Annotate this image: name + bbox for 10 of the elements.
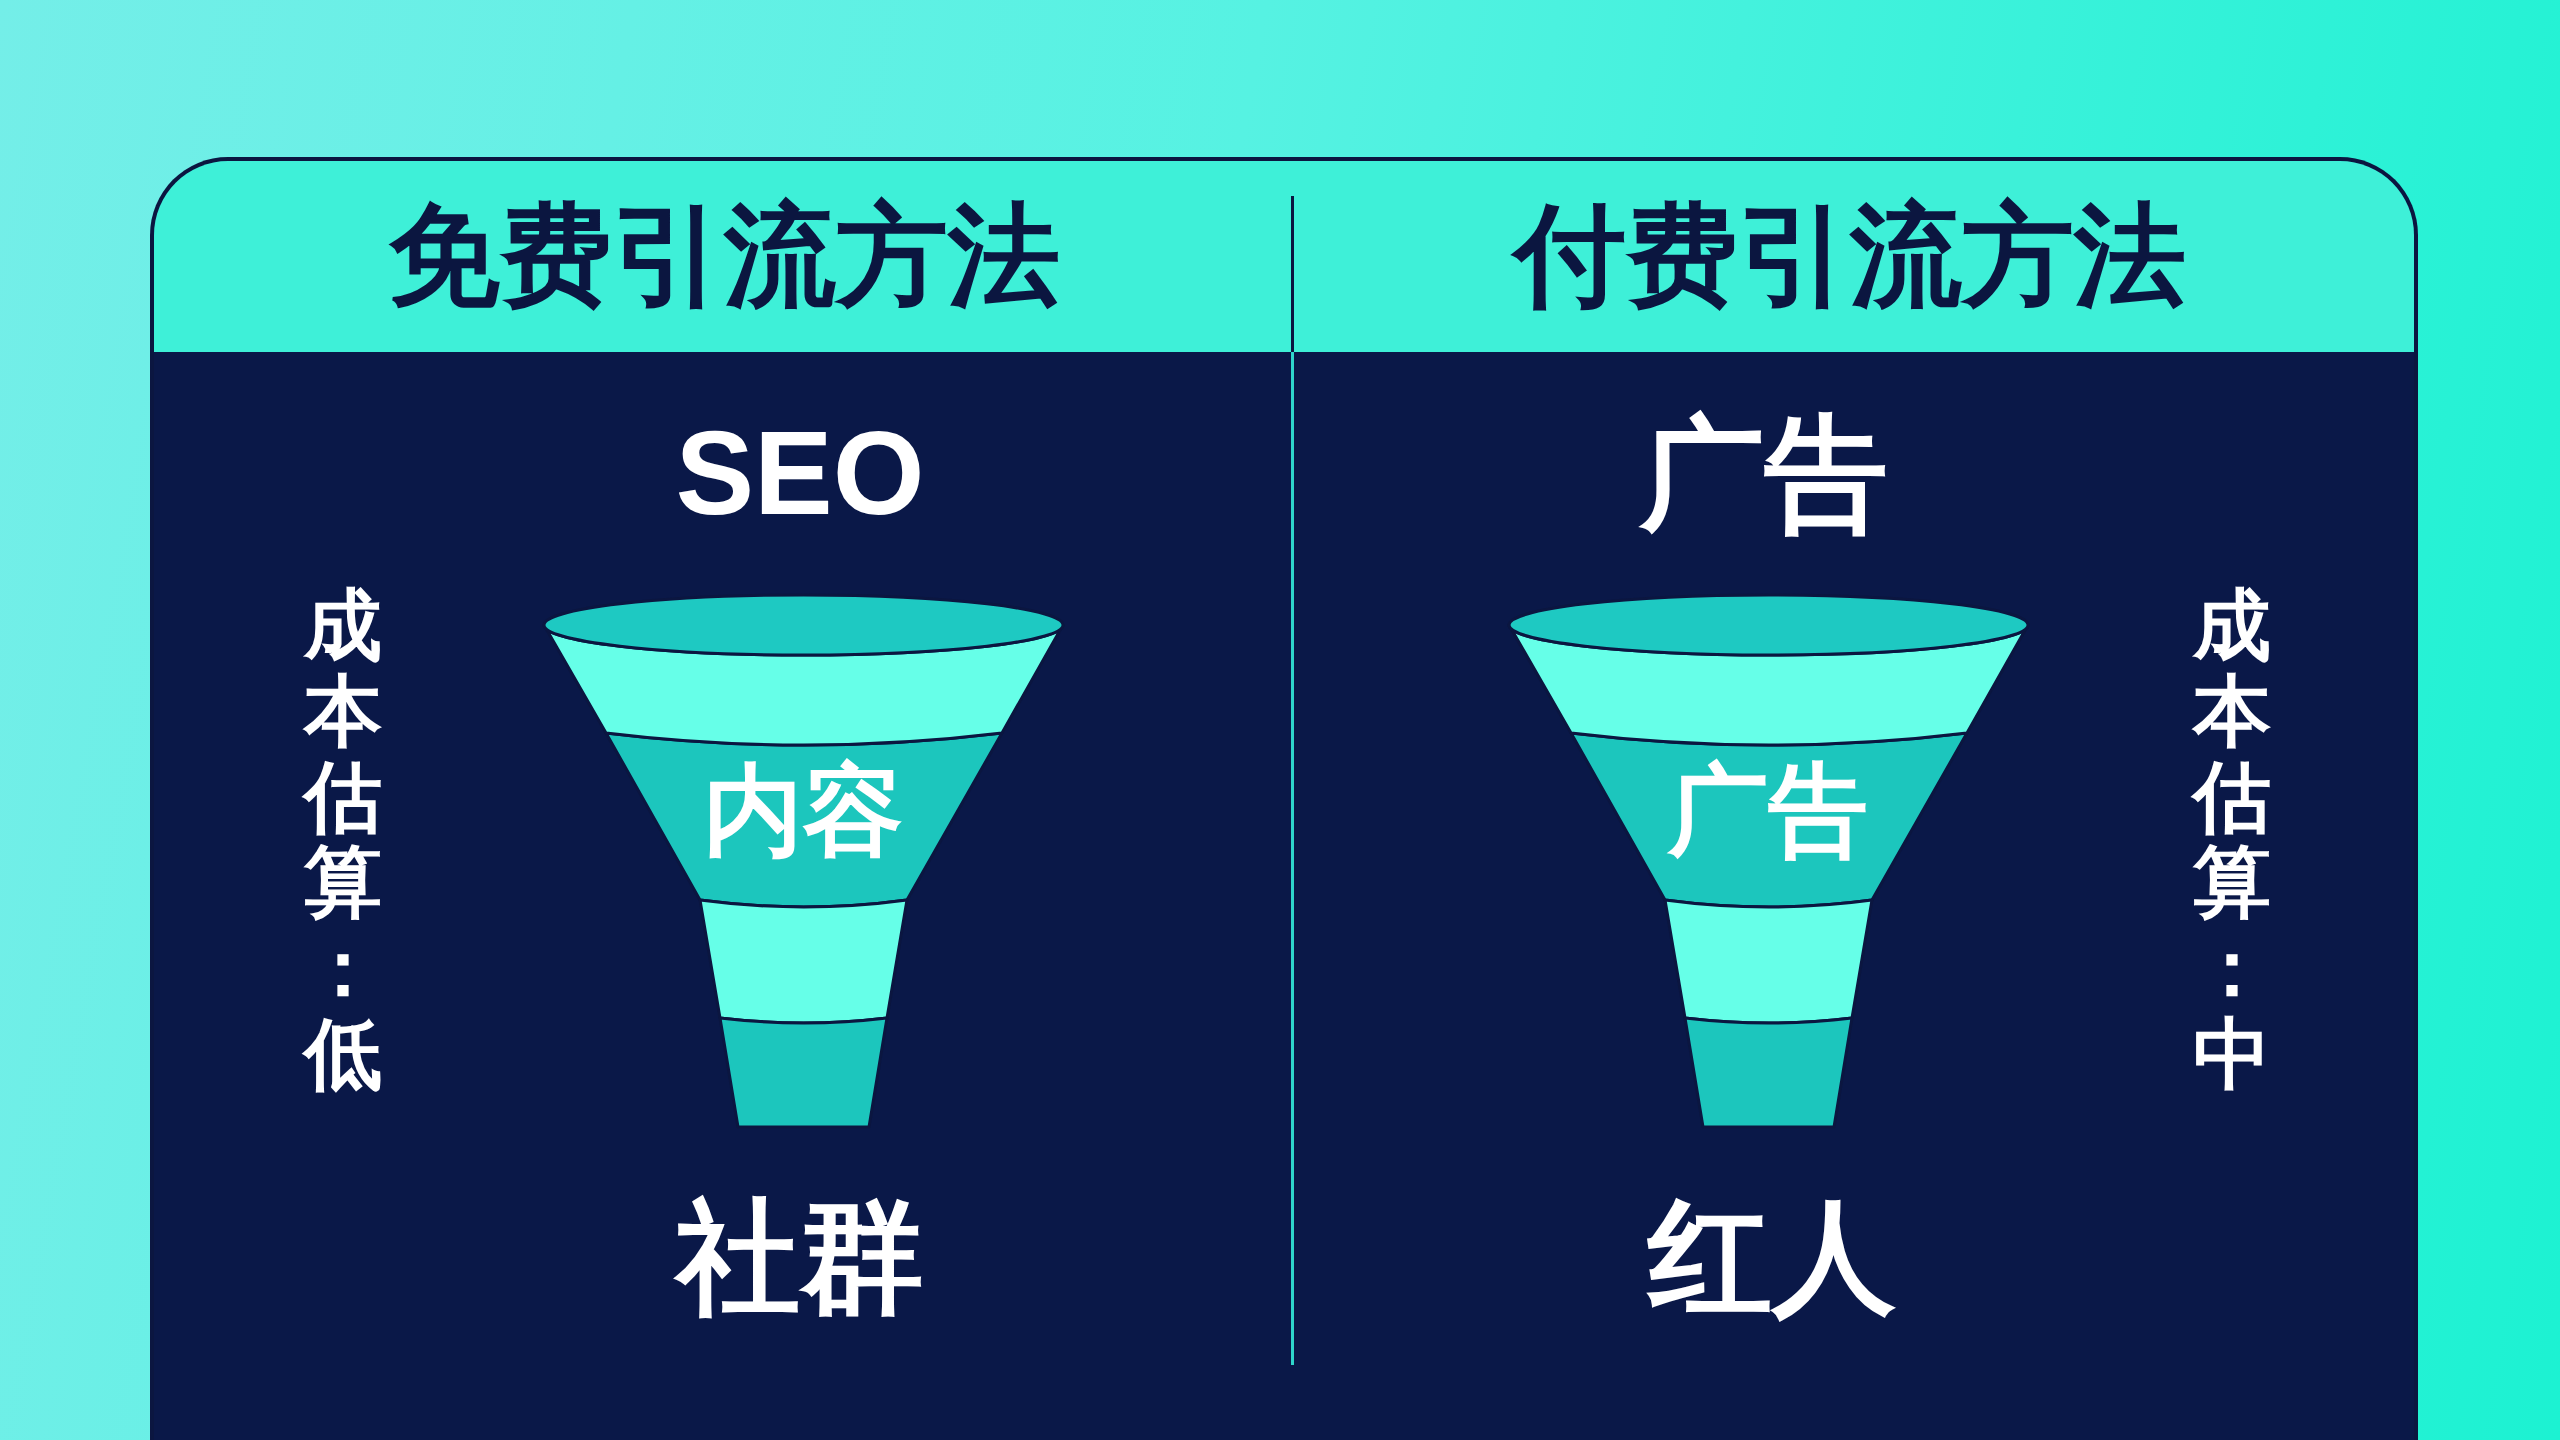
funnel-label: 广告 [1668,757,1868,863]
funnel-label: 内容 [703,757,903,863]
funnel-caption: 广告 [1640,408,1888,540]
funnel-caption: SEO [675,412,925,536]
cost-note: 成本估算：低 [304,583,382,1098]
column-title: 免费引流方法 [388,197,1060,315]
column-panel [150,157,1293,1440]
column-panel [1293,157,2418,1440]
funnel-caption: 红人 [1648,1191,1896,1323]
cost-note: 成本估算：中 [2193,583,2271,1098]
